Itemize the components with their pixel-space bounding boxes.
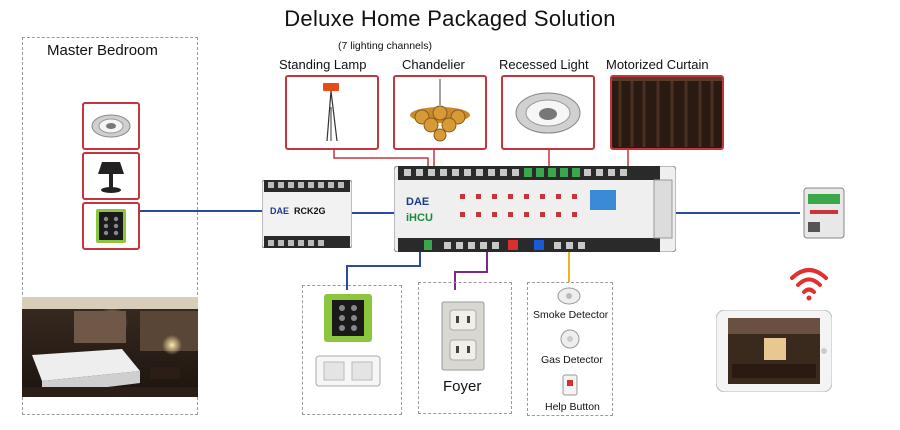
main-controller[interactable]: DAE iHCU bbox=[394, 166, 676, 252]
master-bedroom-label: Master Bedroom bbox=[47, 42, 158, 59]
gas-detector-label: Gas Detector bbox=[541, 354, 603, 366]
controller-model: iHCU bbox=[406, 212, 433, 224]
foyer-label: Foyer bbox=[443, 378, 482, 395]
chandelier-device[interactable] bbox=[393, 75, 487, 150]
recessed-light-icon bbox=[91, 114, 131, 138]
master-bedroom-zone bbox=[22, 37, 198, 415]
keypad-icon bbox=[96, 209, 126, 243]
keypad-icon bbox=[324, 294, 372, 342]
smoke-detector-device[interactable] bbox=[556, 286, 582, 306]
page-title: Deluxe Home Packaged Solution bbox=[284, 6, 616, 31]
tablet-device[interactable] bbox=[716, 310, 832, 392]
chandelier-icon bbox=[410, 79, 470, 142]
help-button-icon bbox=[562, 374, 578, 396]
gateway-device[interactable] bbox=[800, 184, 848, 242]
motorized-curtain-label: Motorized Curtain bbox=[606, 57, 709, 72]
sensors-zone bbox=[527, 282, 613, 416]
recessed-light-icon bbox=[515, 92, 581, 134]
line-controller-to-keypads bbox=[346, 252, 421, 290]
lighting-channels-note: (7 lighting channels) bbox=[338, 40, 432, 52]
gas-detector-icon bbox=[560, 329, 580, 349]
controller-brand: DAE bbox=[406, 196, 430, 208]
bedroom-photo bbox=[22, 297, 198, 397]
green-keypad[interactable] bbox=[320, 292, 376, 344]
chandelier-label: Chandelier bbox=[402, 57, 465, 72]
smoke-detector-icon bbox=[557, 287, 581, 305]
relay-brand: DAE bbox=[270, 206, 290, 216]
bedroom-recessed-light[interactable] bbox=[82, 102, 140, 150]
line-controller-to-foyer bbox=[454, 252, 488, 290]
table-lamp-icon bbox=[98, 162, 124, 193]
bedroom-table-lamp[interactable] bbox=[82, 152, 140, 200]
recessed-light-label: Recessed Light bbox=[499, 57, 589, 72]
relay-module[interactable]: DAE RCK2G bbox=[262, 180, 352, 248]
smoke-detector-label: Smoke Detector bbox=[533, 309, 609, 321]
outlet-icon bbox=[441, 301, 485, 371]
foyer-zone bbox=[418, 282, 512, 414]
switch-icon bbox=[315, 355, 381, 387]
wifi-icon bbox=[786, 262, 832, 302]
curtain-icon bbox=[612, 77, 722, 148]
gas-detector-device[interactable] bbox=[559, 328, 581, 350]
gateway-icon bbox=[803, 187, 845, 239]
keypad-group-zone bbox=[302, 285, 402, 415]
wall-switch[interactable] bbox=[314, 354, 382, 388]
standing-lamp-device[interactable] bbox=[285, 75, 379, 150]
standing-lamp-label: Standing Lamp bbox=[279, 57, 367, 72]
motorized-curtain-device[interactable] bbox=[610, 75, 724, 150]
help-button-device[interactable] bbox=[562, 374, 578, 396]
foyer-outlet[interactable] bbox=[440, 300, 486, 372]
relay-model: RCK2G bbox=[294, 206, 326, 216]
help-button-label: Help Button bbox=[545, 401, 600, 413]
standing-lamp-icon bbox=[323, 83, 339, 142]
recessed-light-device[interactable] bbox=[501, 75, 595, 150]
line-lamp-to-controller bbox=[333, 147, 429, 168]
tablet-icon bbox=[716, 310, 832, 392]
bedroom-keypad[interactable] bbox=[82, 202, 140, 250]
